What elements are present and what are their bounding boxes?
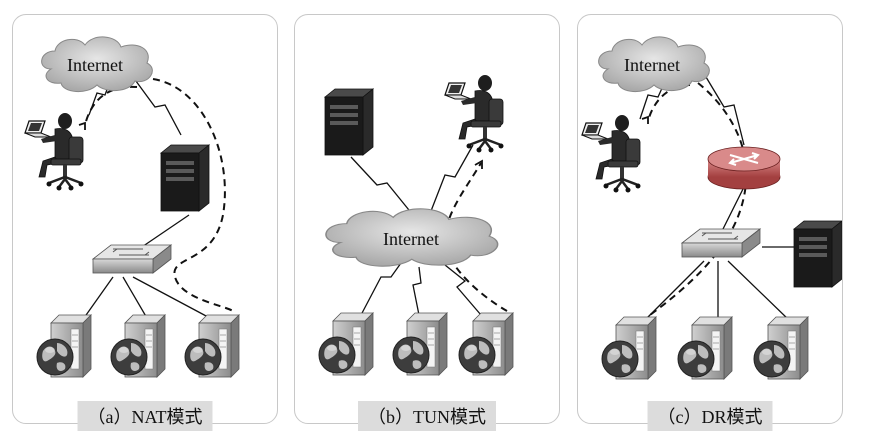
internet-cloud: Internet [599, 37, 710, 92]
director-server [325, 89, 373, 155]
client-user [25, 113, 84, 191]
network-switch [93, 245, 171, 273]
tun-diagram: Internet [295, 15, 559, 423]
cloud-label: Internet [383, 229, 439, 249]
link-director-internet [351, 157, 413, 215]
panel-tun: Internet （b）TUN模式 [294, 14, 560, 424]
arrow-to-client [642, 117, 648, 124]
network-switch [682, 229, 760, 257]
caption-nat: （a）NAT模式 [78, 401, 213, 431]
real-server-1 [319, 313, 373, 375]
cloud-label: Internet [67, 55, 123, 75]
link-switch-server3 [728, 261, 790, 321]
director-server [161, 145, 209, 211]
real-server-1 [37, 315, 91, 377]
caption-dr: （c）DR模式 [648, 401, 773, 431]
cloud-label: Internet [624, 55, 680, 75]
nat-diagram: Internet [13, 15, 277, 423]
client-user [582, 115, 641, 193]
flow-to-client [85, 87, 137, 125]
real-server-3 [185, 315, 239, 377]
dr-diagram: Internet [578, 15, 842, 423]
flow-dr-return [650, 83, 746, 315]
link-internet-director [133, 77, 181, 135]
internet-cloud: Internet [326, 209, 498, 266]
caption-tun: （b）TUN模式 [358, 401, 496, 431]
link-internet-server2 [413, 267, 421, 315]
arrow-to-client [79, 123, 85, 130]
real-server-2 [393, 313, 447, 375]
real-server-3 [754, 317, 808, 379]
panel-nat: Internet （a）NAT模式 [12, 14, 278, 424]
panel-dr: Internet （c）DR模式 [577, 14, 843, 424]
real-server-2 [111, 315, 165, 377]
real-server-1 [602, 317, 656, 379]
client-user [445, 75, 504, 153]
director-server [794, 221, 842, 287]
router [708, 147, 780, 189]
link-client-internet [431, 145, 473, 211]
link-internet-server1 [361, 263, 401, 315]
real-server-2 [678, 317, 732, 379]
link-internet-server3 [445, 265, 481, 315]
real-server-3 [459, 313, 513, 375]
internet-cloud: Internet [42, 37, 153, 92]
